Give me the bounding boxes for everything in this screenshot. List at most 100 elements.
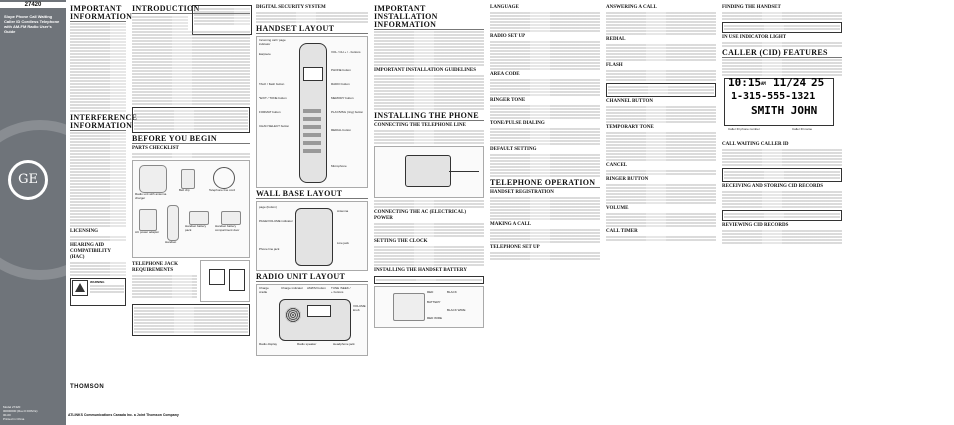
heading-introduction: Introduction: [132, 5, 250, 14]
tip-box: [606, 83, 716, 97]
battery-label: BLACK: [447, 290, 457, 294]
part-label: Belt clip: [179, 188, 190, 192]
wall-base-diagram: page (button) PAGE/VOLUME indicator Phon…: [256, 201, 368, 271]
part-label: Telephone line cord: [209, 188, 236, 192]
handset-label: Earpiece: [259, 52, 271, 56]
battery-diagram: RED BLACK BATTERY BLACK WIRE RED WIRE: [374, 286, 484, 328]
handset-display: [303, 67, 323, 81]
heading-volume: Volume: [606, 206, 629, 211]
footer-line: Printed in China: [3, 417, 25, 421]
display-label: Caller ID name: [792, 127, 813, 131]
jack-diagram: [200, 260, 250, 302]
handset-label: CHAN SELECT button: [259, 124, 290, 128]
caller-id-display-figure: 10:15 AM 11/24 25 1-315-555-1321 SMITH J…: [722, 76, 842, 140]
handset-label: PHONE button: [331, 68, 351, 72]
radio-label: AM/FM button: [307, 286, 326, 290]
heading-parts: Parts Checklist: [132, 146, 179, 151]
part-label: Handset: [165, 240, 177, 244]
handset-label: PLAY/MSG (ring) button: [331, 110, 364, 114]
heading-digital: Digital Security System: [256, 5, 326, 10]
heading-interference: Interference Information: [70, 113, 138, 131]
column-setup: Language Radio Set Up Area Code Ringer T…: [490, 3, 600, 261]
heading-ac-power: Connecting the AC (Electrical) Power: [374, 210, 467, 221]
wall-label: Line jack: [337, 241, 349, 245]
handset-label: RADIO button: [331, 82, 350, 86]
heading-area-code: Area Code: [490, 72, 520, 77]
heading-channel: Channel Button: [606, 99, 654, 104]
column-installation: Important Installation Information Impor…: [374, 3, 484, 330]
heading-storing: Receiving and Storing CID Records: [722, 184, 824, 189]
heading-making-call: Making a Call: [490, 222, 532, 227]
handset-label: REDIAL button: [331, 128, 351, 132]
footer-line: 00-00: [3, 413, 11, 417]
display-name: SMITH JOHN: [751, 104, 818, 117]
handset-label: VOL / CH + / - buttons: [331, 50, 361, 54]
column-calls: Answering a Call Redial Flash Channel Bu…: [606, 3, 716, 242]
guide-title: Slope Phone Call Waiting Caller ID Cordl…: [4, 14, 60, 34]
caution-box: [192, 5, 252, 35]
wall-label: PAGE/VOLUME indicator: [259, 219, 293, 223]
heading-licensing: Licensing: [70, 229, 99, 234]
display-date: 11/24: [773, 76, 807, 89]
footer-line: Model 27420: [3, 405, 21, 409]
handset-label: FORMAT button: [259, 110, 281, 114]
handset-label: MEMORY button: [331, 96, 354, 100]
wall-base-drawing: [295, 208, 333, 266]
heading-tone-pulse: Tone/Pulse Dialing: [490, 121, 545, 126]
wall-label: page (button): [259, 205, 277, 209]
parts-diagram: Radio unit with antenna charger Belt cli…: [132, 160, 250, 258]
caller-id-display: 10:15 AM 11/24 25 1-315-555-1321 SMITH J…: [724, 76, 834, 126]
heading-temporary-tone: Temporary Tone: [606, 125, 654, 130]
heading-wall-layout: Wall Base Layout: [256, 190, 368, 199]
heading-call-waiting-cid: Call Waiting Caller ID: [722, 142, 789, 147]
heading-redial: Redial: [606, 37, 626, 42]
watermark-circle: [0, 120, 120, 280]
model-code: 27420: [0, 2, 66, 8]
heading-call-timer: Call Timer: [606, 229, 638, 234]
speaker-grille: [285, 307, 301, 323]
heading-finding: Finding the Handset: [722, 5, 781, 10]
heading-handset-layout: Handset Layout: [256, 25, 368, 34]
warning-box: WARNING: [70, 278, 126, 306]
heading-radio-layout: Radio Unit Layout: [256, 273, 368, 282]
part-label: Handset battery compartment door: [215, 224, 240, 232]
radio-label: Headphone jack: [333, 342, 355, 346]
heading-before: Before You Begin: [132, 135, 250, 144]
battery-label: BLACK WIRE: [447, 308, 466, 312]
column-caller-id: Finding the Handset In Use Indicator Lig…: [722, 3, 842, 245]
keypad: [303, 109, 321, 157]
thomson-logo: THOMSON: [70, 384, 105, 390]
wall-label: Antenna: [337, 209, 349, 213]
part-label: AC power adaptor: [135, 230, 160, 234]
heading-radio-setup: Radio Set Up: [490, 34, 526, 39]
display-time: 10:15: [728, 76, 762, 89]
heading-installing: Installing the Phone: [374, 112, 484, 121]
battery-label: RED WIRE: [427, 316, 442, 320]
heading-battery: Installing the Handset Battery: [374, 268, 467, 273]
find-note: [722, 22, 842, 33]
heading-caller-id: Caller (CID) Features: [722, 49, 842, 58]
radio-label: TUNE /SEEK / + buttons: [331, 286, 351, 294]
cw-note: [722, 168, 842, 182]
radio-label: Radio display: [259, 342, 278, 346]
heading-reviewing: Reviewing CID Records: [722, 223, 789, 228]
heading-telephone-operation: Telephone Operation: [490, 179, 600, 188]
heading-clock: Setting the Clock: [374, 239, 428, 244]
wall-label: Phone line jack: [259, 247, 280, 251]
heading-registration: Handset Registration: [490, 190, 554, 195]
important-box: [132, 107, 250, 133]
column-layouts: Digital Security System Handset Layout I…: [256, 3, 368, 358]
installation-note-box: [132, 304, 250, 336]
radio-label: Charge indicator: [281, 286, 304, 290]
handset-label: TALK / flash button: [259, 82, 285, 86]
ge-logo-icon: GE: [8, 160, 48, 200]
heading-ringer-tone: Ringer Tone: [490, 98, 526, 103]
heading-install-info: Important Installation Information: [374, 5, 484, 30]
handset-label: Incoming call / page indicator: [259, 38, 286, 46]
heading-important: Important Information: [70, 4, 133, 22]
radio-label: Radio speaker: [297, 342, 317, 346]
storing-note: [722, 210, 842, 221]
heading-flash: Flash: [606, 63, 623, 68]
heading-answering: Answering a Call: [606, 5, 657, 10]
column-important: Important Information Interference Infor…: [70, 3, 138, 308]
